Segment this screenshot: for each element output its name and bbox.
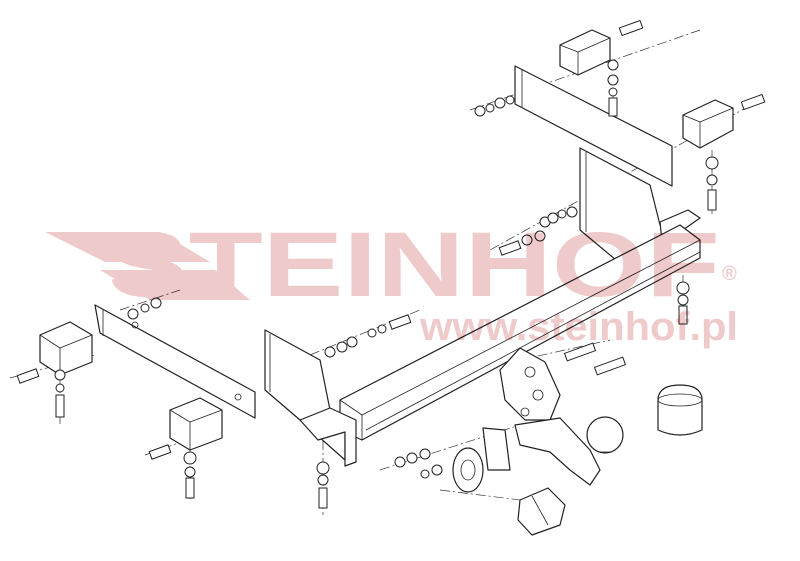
right-bracket-plate: [514, 65, 673, 187]
mounting-bracket-left: [39, 321, 93, 376]
watermark-registered-mark: ®: [722, 263, 737, 285]
wiring-connector: [517, 487, 566, 536]
mounting-bracket-bottom-left: [169, 397, 223, 451]
electrical-socket: [452, 427, 511, 493]
left-bracket-plate: [94, 304, 256, 419]
mounting-bracket-top: [559, 29, 611, 76]
bolts-nuts-washers: [16, 19, 766, 509]
mounting-bracket-crossbar-left: [299, 407, 357, 467]
steinhof-logo-mark: [45, 232, 250, 300]
mounting-bracket-right: [682, 99, 734, 149]
ball-cap: [657, 384, 703, 436]
center-mount-plates: [499, 347, 561, 421]
tow-ball-neck: [514, 416, 624, 486]
